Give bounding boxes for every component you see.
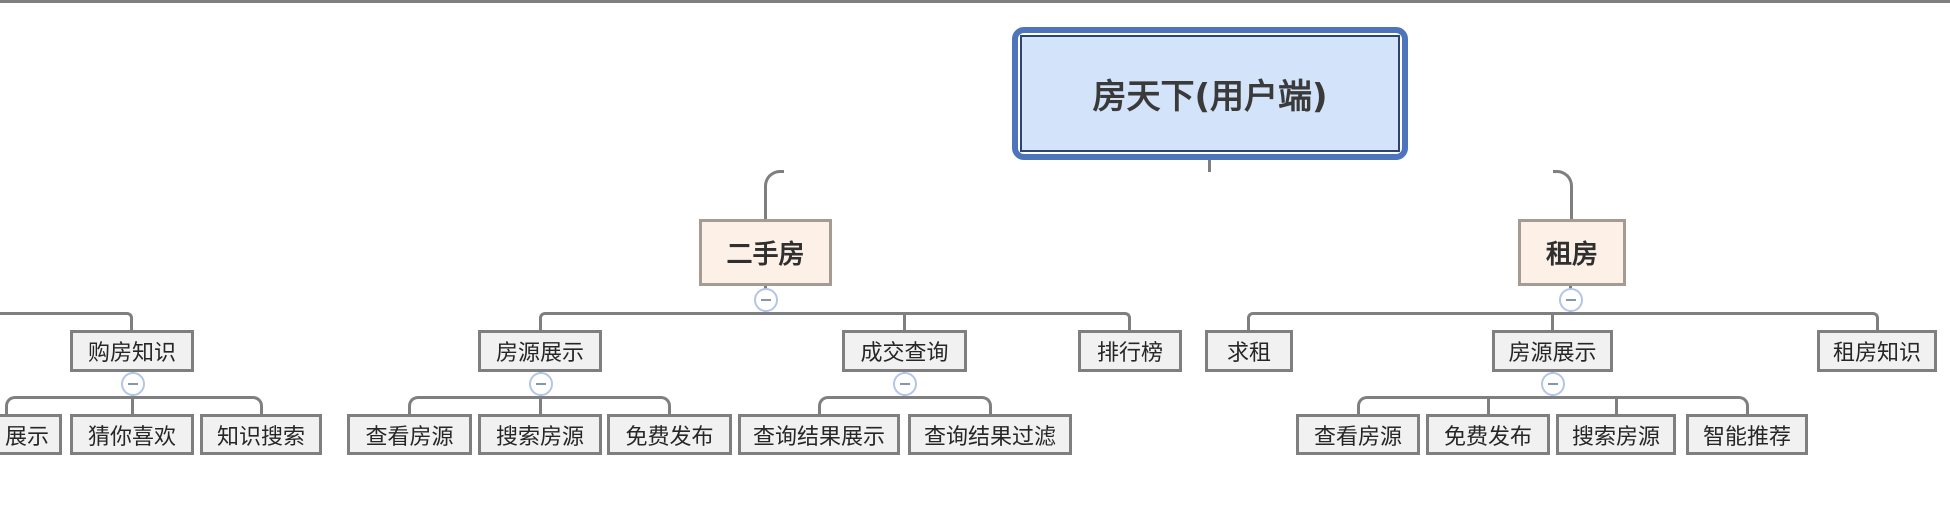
node-chaxunjieguoguolv[interactable]: 查询结果过滤 bbox=[908, 414, 1072, 455]
minus-glyph bbox=[761, 299, 771, 301]
connector-zufang-drop bbox=[1553, 170, 1573, 219]
connector-chengjiaochaxun-children bbox=[818, 396, 992, 414]
node-root[interactable]: 房天下(用户端) bbox=[1012, 27, 1408, 160]
node-paihangbang[interactable]: 排行榜 bbox=[1078, 330, 1182, 372]
node-sousuofangyuan-esf[interactable]: 搜索房源 bbox=[478, 414, 602, 455]
node-zhanshi-cut[interactable]: 展示 bbox=[0, 414, 62, 455]
node-root-label: 房天下(用户端) bbox=[1020, 35, 1400, 152]
minus-glyph bbox=[536, 383, 546, 385]
node-chakanfangyuan-esf[interactable]: 查看房源 bbox=[347, 414, 472, 455]
collapse-icon-zufang[interactable] bbox=[1559, 288, 1583, 312]
node-fangyuanzhanshi-esf[interactable]: 房源展示 bbox=[478, 330, 602, 372]
node-fangyuanzhanshi-zf[interactable]: 房源展示 bbox=[1492, 330, 1613, 372]
collapse-icon-goufangzhishi[interactable] bbox=[121, 372, 145, 396]
connector-goufangzhishi-children bbox=[5, 396, 263, 414]
collapse-icon-fangyuanzhanshi-esf[interactable] bbox=[529, 372, 553, 396]
node-qiuzu[interactable]: 求租 bbox=[1205, 330, 1293, 372]
connector-sousuofangyuan-zf-drop bbox=[1615, 396, 1618, 414]
minus-glyph bbox=[128, 383, 138, 385]
node-zhinengtuijian[interactable]: 智能推荐 bbox=[1686, 414, 1808, 455]
connector-zufang-children bbox=[1247, 312, 1879, 330]
collapse-icon-chengjiaochaxun[interactable] bbox=[893, 372, 917, 396]
node-chaxunjieguozhanshi[interactable]: 查询结果展示 bbox=[738, 414, 900, 455]
connector-fangyuanzhanshi-zf-children bbox=[1357, 396, 1749, 414]
collapse-icon-ershoufang[interactable] bbox=[754, 288, 778, 312]
connector-ershoufang-drop bbox=[764, 170, 784, 219]
node-zhishisousuo[interactable]: 知识搜索 bbox=[200, 414, 322, 455]
collapse-icon-fangyuanzhanshi-zf[interactable] bbox=[1541, 372, 1565, 396]
node-mianfeifabu-zf[interactable]: 免费发布 bbox=[1426, 414, 1550, 455]
connector-leftbranch-children bbox=[0, 312, 133, 330]
node-zufang[interactable]: 租房 bbox=[1518, 219, 1626, 286]
node-cainixihuan[interactable]: 猜你喜欢 bbox=[70, 414, 194, 455]
node-ershoufang[interactable]: 二手房 bbox=[699, 219, 832, 286]
connector-mianfeifabu-zf-drop bbox=[1487, 396, 1490, 414]
node-chakanfangyuan-zf[interactable]: 查看房源 bbox=[1296, 414, 1420, 455]
minus-glyph bbox=[1548, 383, 1558, 385]
connector-sousuofangyuan-esf-drop bbox=[539, 396, 542, 414]
connector-root-feeder bbox=[1208, 158, 1211, 172]
node-zufangzhishi[interactable]: 租房知识 bbox=[1817, 330, 1937, 372]
connector-chengjiaochaxun-drop bbox=[903, 312, 906, 330]
connector-fangyuanzhanshi-zf-drop bbox=[1551, 312, 1554, 330]
connector-trunk bbox=[0, 0, 1950, 3]
node-goufangzhishi[interactable]: 购房知识 bbox=[70, 330, 194, 372]
minus-glyph bbox=[1566, 299, 1576, 301]
node-chengjiaochaxun[interactable]: 成交查询 bbox=[842, 330, 967, 372]
node-mianfeifabu-esf[interactable]: 免费发布 bbox=[607, 414, 732, 455]
connector-ershoufang-children bbox=[539, 312, 1131, 330]
connector-cainixihuan-drop bbox=[131, 396, 134, 414]
node-sousuofangyuan-zf[interactable]: 搜索房源 bbox=[1556, 414, 1676, 455]
minus-glyph bbox=[900, 383, 910, 385]
